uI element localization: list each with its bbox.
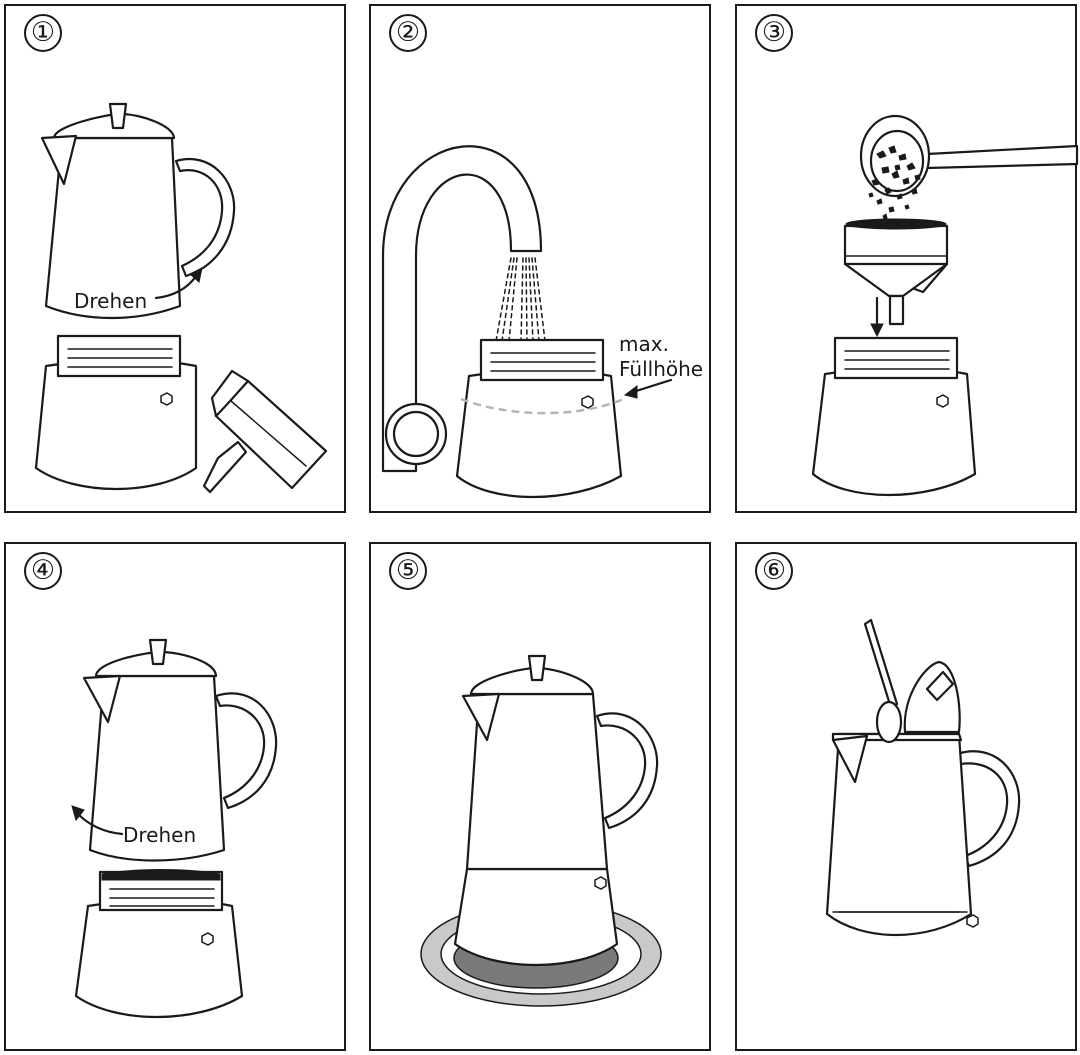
step-4-label: Drehen [123, 823, 197, 847]
pot-base-icon [34, 334, 198, 491]
step-2-label-line-2: Füllhöhe [619, 357, 704, 381]
step-number: ⑥ [755, 552, 793, 590]
step-5-panel: ⑤ [369, 542, 711, 1051]
step-3-panel: ③ [735, 4, 1079, 513]
step-number: ① [24, 14, 62, 52]
step-6-illustration [825, 618, 1021, 936]
step-1-label: Drehen [74, 289, 148, 313]
faucet-icon [381, 145, 543, 473]
coffee-funnel-icon [843, 218, 949, 326]
max-fill-line [460, 396, 627, 415]
step-5-illustration [420, 654, 662, 1007]
rotate-arrow-icon [154, 274, 198, 300]
pot-upper-icon [40, 102, 236, 320]
step-1-illustration [34, 102, 328, 494]
rotate-arrow-icon [76, 812, 124, 836]
open-pot-icon [825, 732, 1021, 936]
funnel-filter-icon [202, 369, 328, 494]
pot-base-icon [811, 336, 977, 497]
coffee-grounds-icon [868, 145, 921, 220]
fill-arrow-icon [631, 378, 673, 394]
step-6-panel: ⑥ [735, 542, 1077, 1051]
step-number: ⑤ [389, 552, 427, 590]
step-4-panel: ④ Drehen [4, 542, 346, 1051]
step-2-illustration [381, 145, 673, 499]
spoon-icon [863, 618, 903, 744]
step-4-illustration [71, 638, 278, 1019]
pot-base-icon [74, 869, 244, 1019]
step-2-panel: ② max. Füllhöhe [369, 4, 711, 513]
pot-upper-icon [82, 638, 278, 862]
step-2-label-line-1: max. [619, 332, 669, 356]
step-number: ③ [755, 14, 793, 52]
step-3-illustration [811, 114, 1079, 497]
measuring-spoon-icon [859, 114, 1079, 198]
pot-base-icon [455, 338, 623, 499]
step-number: ④ [24, 552, 62, 590]
open-lid-icon [903, 660, 961, 734]
water-stream-icon [495, 257, 546, 342]
assembled-pot-icon [453, 654, 659, 967]
step-1-panel: ① Drehen [4, 4, 346, 513]
step-number: ② [389, 14, 427, 52]
